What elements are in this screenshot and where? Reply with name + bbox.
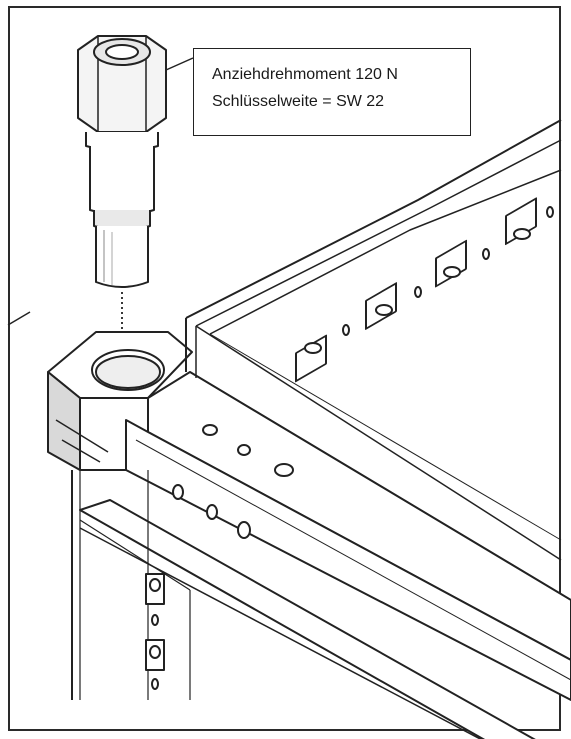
torque-label: Anziehdrehmoment 120 N <box>212 66 398 83</box>
wrench-size-label: Schlüsselweite = SW 22 <box>212 93 385 110</box>
rear-rail-slots <box>295 197 554 383</box>
rear-frame-profile <box>185 119 562 561</box>
hex-bolt <box>77 35 167 288</box>
vertical-post <box>71 470 191 700</box>
corner-block <box>47 331 193 471</box>
front-frame-profile <box>125 371 571 701</box>
break-mark <box>7 311 31 326</box>
callout-leader-line <box>165 57 194 71</box>
spec-callout-box: Anziehdrehmoment 120 N Schlüsselweite = … <box>193 48 471 136</box>
